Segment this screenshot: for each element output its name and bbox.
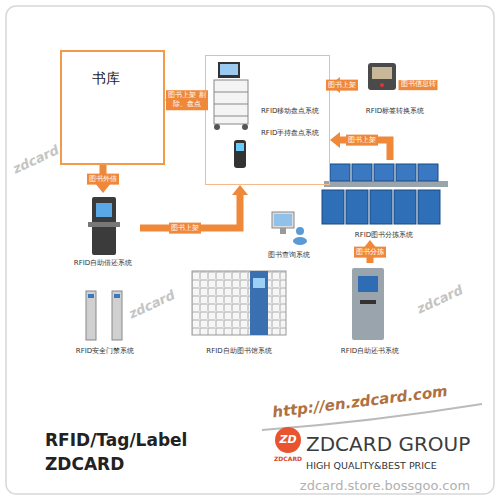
cart-screen [220,64,238,75]
arrow-label: 图书上架 [346,135,378,146]
sorting-bin [352,164,372,181]
monitor-stand [280,228,286,234]
device-node: 图书查询系统 [262,210,316,260]
system-caption: RFID安全门禁系统 [76,347,134,355]
system-caption: RFID手持盘点系统 [261,128,319,138]
storage-box: 书库 [60,50,165,165]
cart-shelf [214,104,248,105]
user-head [296,227,304,235]
self-checkout-kiosk [88,197,120,255]
flow-arrow [340,82,355,89]
sorting-bin [322,190,344,224]
system-caption: RFID移动盘点系统 [261,106,319,116]
logo-circle [275,427,301,453]
watermark: zdcard [415,283,466,317]
flow-arrow [140,195,240,228]
flow-arrow [100,165,107,183]
store-url: zdcard.store.bossgoo.com [300,479,470,493]
tag-converter [368,63,396,90]
system-caption: 图书查询系统 [268,251,310,259]
cart-frame [214,80,248,124]
kiosk-desk [88,222,120,227]
user-body [293,237,307,245]
monitor [272,212,294,228]
library-screen [253,278,265,288]
system-caption: RFID自助图书馆系统 [206,347,271,355]
flow-arrow [175,97,205,104]
flow-arrow [340,140,390,160]
slogan: HIGH QUALITY&BEST PRICE [306,461,437,471]
sorting-bin [370,190,392,224]
cart-screen-housing [218,62,240,78]
sorting-bin [418,190,440,224]
return-body [352,268,384,340]
kiosk-screen [96,203,112,217]
logo-mark: ZD [279,434,296,446]
gate-light [88,294,94,298]
system-caption: RFID自助还书系统 [341,347,399,355]
page-frame [6,6,494,494]
sorting-bin [394,190,416,224]
cart-wheel [214,124,220,130]
device-node: RFID安全门禁系统 [70,288,140,356]
converter-pad [372,67,392,79]
converter-light [380,83,384,87]
return-screen [358,276,378,292]
arrow-label: 图书上架 [326,80,358,91]
arrow-label: 图书上架 剔除、盘点 [166,90,208,110]
inventory-panel: RFID移动盘点系统 RFID手持盘点系统 [205,55,330,185]
gate-pillar [112,291,122,340]
watermark: zdcard [127,288,178,322]
arrow-label: 图书分拣 [354,247,386,258]
return-kiosk [352,268,384,340]
security-gate [86,291,122,340]
device-node: RFID标签转换系统 [355,60,435,116]
flow-arrow [367,250,374,263]
sorting-bin [346,190,368,224]
watermark: zdcard [11,143,62,177]
logo-text: ZDCARD [274,456,302,463]
system-caption: RFID图书分拣系统 [355,231,413,239]
sorting-bin [374,164,394,181]
inventory-cart [214,62,248,130]
self-service-library [192,271,286,335]
gate-light [114,294,120,298]
monitor-screen [274,214,292,226]
sorting-bin [396,164,416,181]
sorting-machine [322,164,448,224]
query-terminal [272,212,307,245]
handheld-screen [236,143,244,151]
sorting-bin [418,164,438,181]
cart-shelf [214,92,248,93]
system-caption: RFID自助借还系统 [74,259,132,267]
return-slot [360,300,376,304]
arrow-label: 图书信息转 [399,80,438,90]
company-name: ZDCARD GROUP [306,433,470,455]
gate-pillar [86,291,96,340]
device-node: RFID自助图书馆系统 [188,268,290,356]
website-url: http://en.zdcard.com [271,383,448,421]
handheld-reader [234,140,246,168]
library-kiosk [250,271,268,335]
sorting-bin [330,164,350,181]
brand-name: ZDCARD [45,455,124,474]
box-title: 书库 [62,52,163,88]
handheld-body [234,140,246,168]
cart-shelf [214,116,248,117]
arrow-label: 图书上架 [169,223,201,234]
device-node: RFID自助还书系统 [335,263,405,356]
locker-wall [192,271,286,335]
product-line: RFID/Tag/Label [45,431,187,450]
device-node: RFID图书分拣系统 [318,160,450,240]
url-swoosh [262,404,482,430]
converter-body [368,63,396,90]
cart-wheel [242,124,248,130]
arrow-label: 图书外借 [87,174,119,185]
system-caption: RFID标签转换系统 [366,107,424,115]
conveyor [324,181,448,187]
device-node: RFID自助借还系统 [66,193,140,268]
